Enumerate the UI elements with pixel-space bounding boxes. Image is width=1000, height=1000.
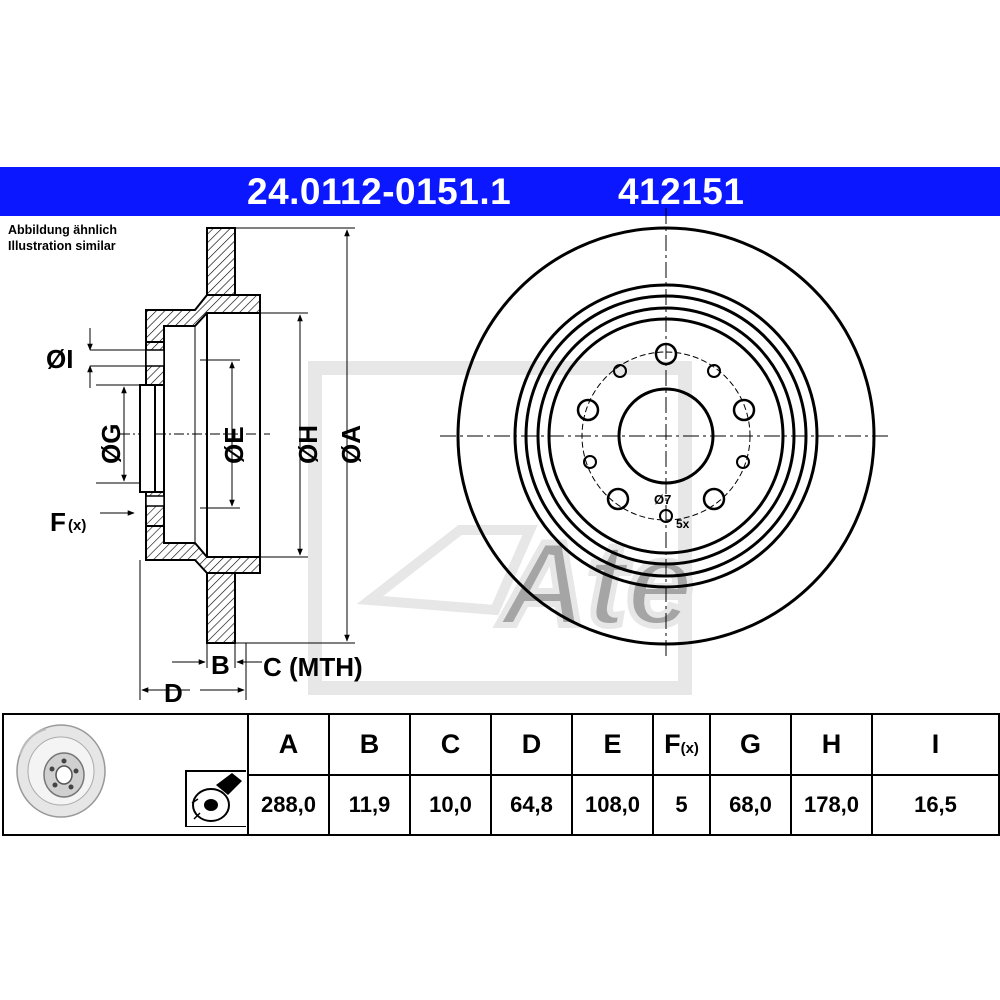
specs-header-row: A B C D E F(x) G H I [2, 712, 1000, 836]
col-header-f: F(x) [652, 712, 711, 777]
dim-label-d: D [164, 678, 183, 708]
ate-watermark: Ate [308, 361, 696, 695]
col-header-b: B [328, 712, 411, 777]
dim-label-e: ØE [219, 426, 249, 464]
dim-label-b: B [211, 650, 230, 680]
dim-label-h: ØH [293, 425, 323, 464]
note-english: Illustration similar [8, 239, 116, 253]
specs-value-row: 288,0 11,9 10,0 64,8 108,0 5 68,0 178,0 … [3, 774, 1000, 836]
title-bar: 24.0112-0151.1 412151 [0, 167, 1000, 216]
dim-label-c: C (MTH) [263, 652, 363, 682]
value-e: 108,0 [571, 774, 654, 836]
brake-caliper-icon [184, 770, 249, 828]
hole-diameter-label: Ø7 [654, 492, 671, 507]
watermark-text: Ate [497, 517, 693, 651]
dim-label-f-sub: (x) [68, 517, 86, 534]
illustration-note: Abbildung ähnlich Illustration similar [8, 222, 117, 254]
note-german: Abbildung ähnlich [8, 223, 118, 237]
col-header-a: A [247, 712, 330, 777]
value-f: 5 [652, 774, 711, 836]
col-header-g: G [709, 712, 792, 777]
dim-label-a: ØA [336, 425, 366, 464]
hole-count-label: 5x [676, 517, 690, 531]
col-header-i: I [871, 712, 1000, 777]
part-number: 24.0112-0151.1 [247, 171, 512, 212]
col-header-h: H [790, 712, 873, 777]
dim-label-i: ØI [46, 344, 73, 374]
specs-table: A B C D E F(x) G H I 288,0 11,9 10,0 64,… [2, 712, 1000, 836]
article-code: 412151 [618, 171, 745, 212]
col-header-f-sub: (x) [680, 740, 699, 757]
value-a: 288,0 [247, 774, 330, 836]
value-d: 64,8 [490, 774, 573, 836]
col-header-c: C [409, 712, 492, 777]
disc-thumbnail [15, 724, 249, 828]
front-view: Ø7 5x [440, 208, 892, 660]
value-h: 178,0 [790, 774, 873, 836]
col-header-f-letter: F [664, 729, 681, 759]
dim-label-g: ØG [96, 424, 126, 464]
value-b: 11,9 [328, 774, 411, 836]
value-g: 68,0 [709, 774, 792, 836]
product-image-cell [2, 713, 249, 836]
value-i: 16,5 [871, 774, 1000, 836]
col-header-d: D [490, 712, 573, 777]
technical-drawing: Ate ØI ØG [46, 208, 892, 708]
dim-label-f: F [50, 507, 66, 537]
col-header-e: E [571, 712, 654, 777]
value-c: 10,0 [409, 774, 492, 836]
section-view: ØI ØG ØE ØH ØA F (x) B C (M [46, 227, 366, 708]
